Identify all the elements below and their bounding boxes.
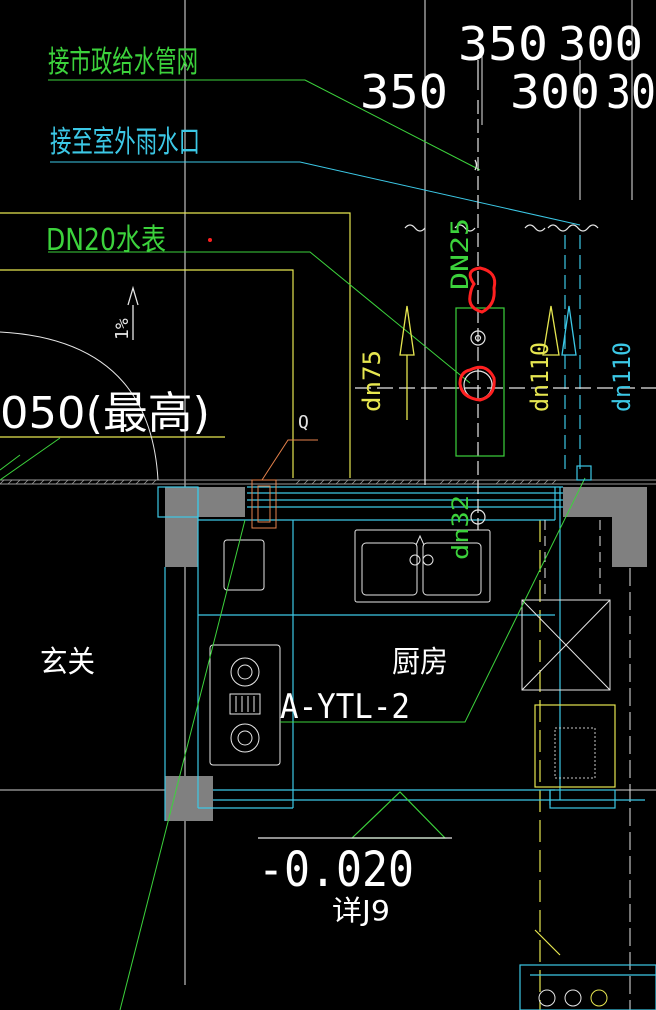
dim-top-300: 300: [558, 17, 643, 71]
double-sink: [354, 529, 491, 603]
markup-circle-2: [458, 365, 496, 402]
pipe-label-dn110-b: dn110: [608, 342, 636, 412]
dim-mid-30: 30: [606, 65, 656, 119]
small-basin: [223, 539, 265, 591]
q-fixture: [251, 439, 318, 529]
gas-stove: [209, 644, 281, 766]
cabinet-x: [521, 599, 611, 691]
dim-mid-350: 350: [360, 65, 448, 119]
pipe-label-dn75: dn75: [358, 350, 386, 412]
exterior-hatch: [0, 479, 557, 485]
pipes: [355, 60, 656, 530]
pipe-break-marks: [404, 159, 599, 232]
detail-ref: 详J9: [332, 894, 390, 927]
red-markups: [208, 238, 497, 402]
bottom-fixtures: [538, 989, 608, 1007]
slope-label: 1%: [112, 318, 133, 340]
green-diagonal: [0, 437, 61, 481]
riser-tag: A-YTL-2: [280, 687, 410, 727]
kitchen-outline: [157, 486, 656, 1010]
room-label-entry: 玄关: [40, 645, 95, 680]
elevation-high-label: 050(最高): [0, 388, 210, 439]
label-water-meter: DN20水表: [46, 223, 166, 258]
walls: [165, 487, 647, 821]
yellow-outlines: [0, 212, 561, 1010]
pipe-label-dn32: dn32: [449, 495, 474, 560]
dim-mid-300: 300: [510, 65, 600, 119]
markup-circle-1: [468, 266, 497, 314]
label-outdoor-rain-outlet: 接至室外雨水口: [50, 125, 200, 160]
q-mark: Q: [298, 412, 309, 433]
kitchen-fixtures: [209, 520, 611, 766]
room-label-kitchen: 厨房: [392, 645, 448, 680]
pipe-label-dn110-a: dn110: [526, 342, 554, 412]
pipe-label-dn25: DN25: [446, 218, 474, 290]
washer: [534, 704, 616, 788]
leader-lines: [48, 79, 586, 1010]
door-swing-arc: [0, 331, 159, 481]
elevation-marker: [258, 791, 452, 839]
slope-arrows: [127, 285, 577, 420]
dim-top-350: 350: [458, 17, 548, 71]
floor-level: -0.020: [258, 842, 414, 898]
label-municipal-supply: 接市政给水管网: [48, 45, 198, 80]
